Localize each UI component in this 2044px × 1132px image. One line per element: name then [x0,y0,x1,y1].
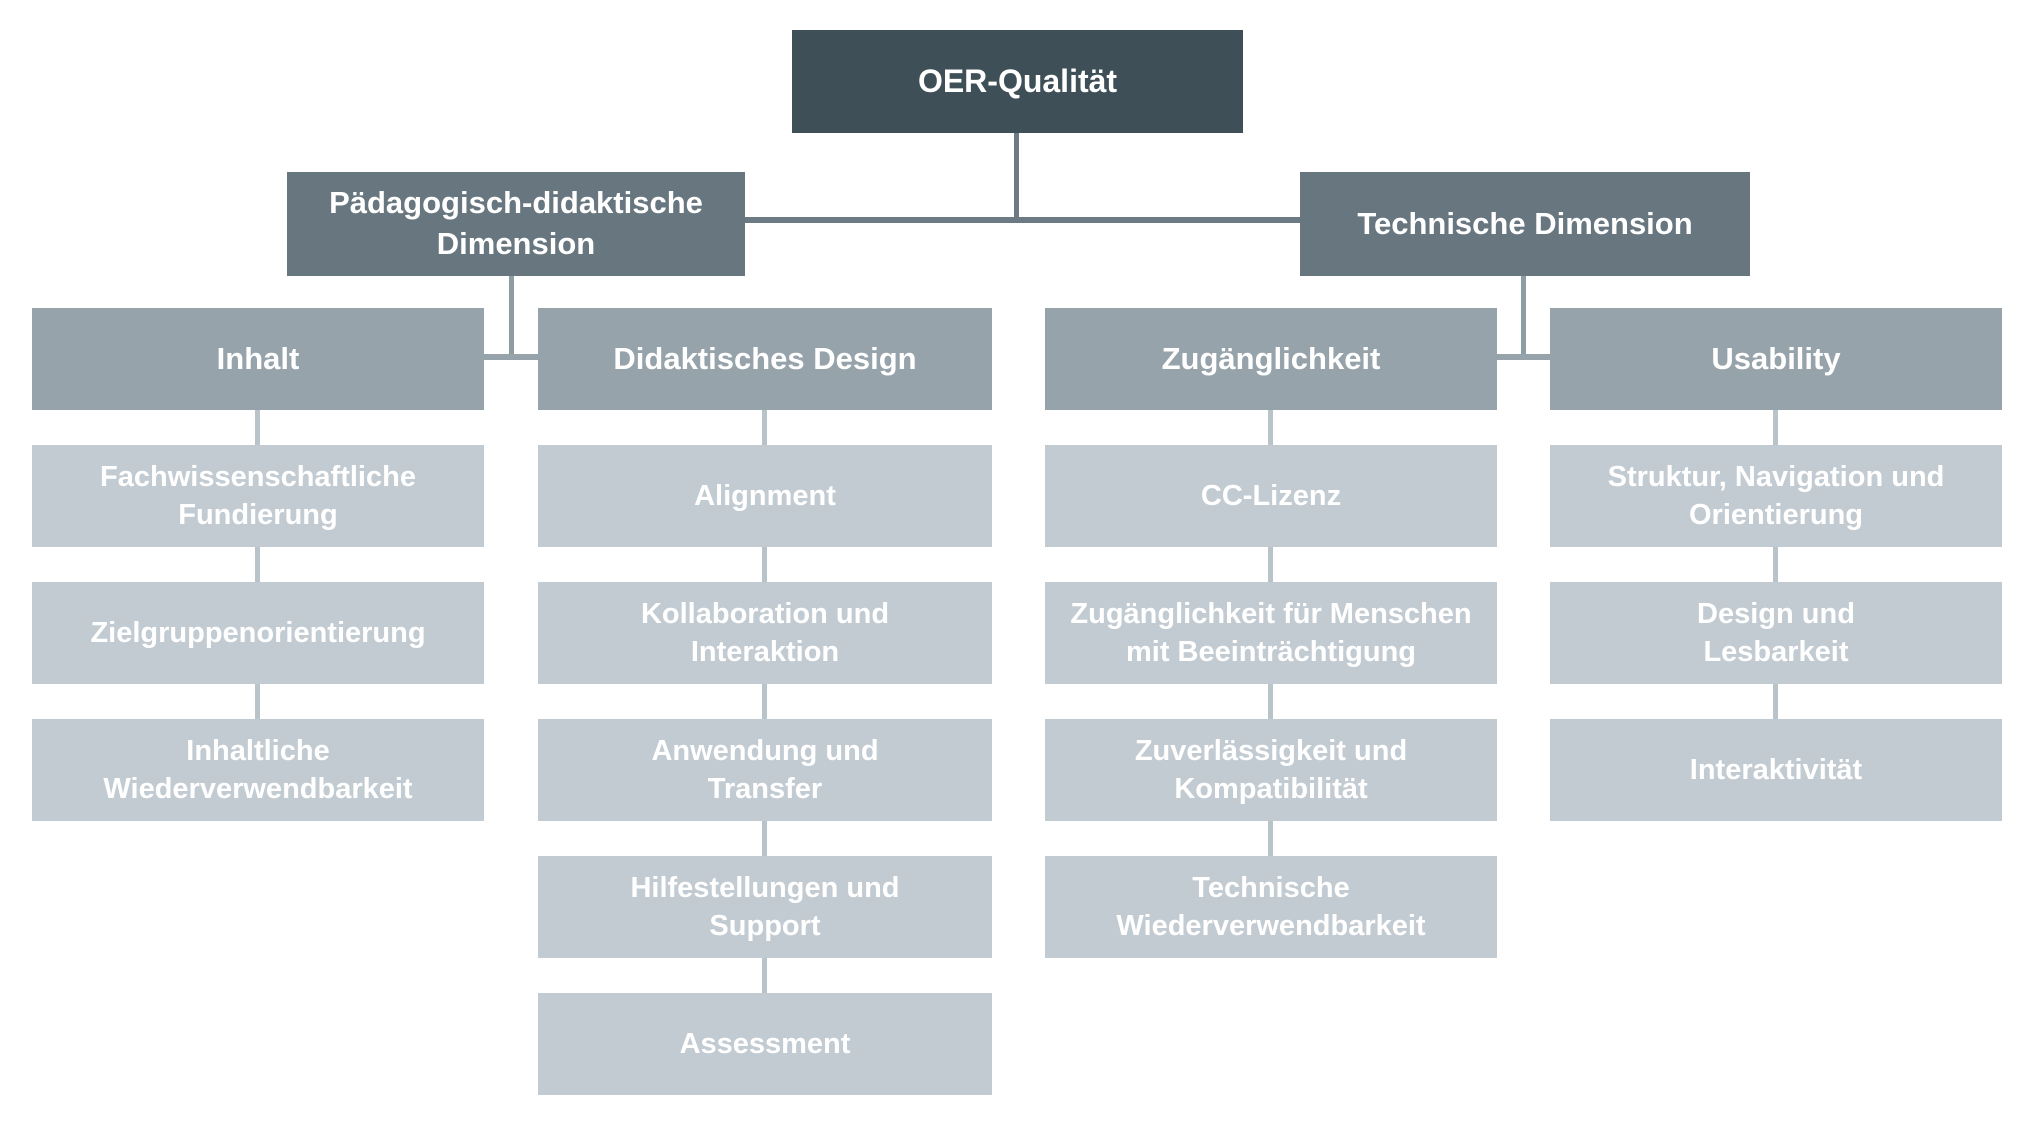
connector-col3-4 [1268,821,1273,856]
connector-col1-2 [255,547,260,582]
column-header-zugaenglichkeit: Zugänglichkeit [1045,308,1497,410]
connector-col2-1 [762,410,767,445]
connector-root-stem [1014,133,1019,220]
leaf-node: Kollaboration und Interaktion [538,582,992,684]
dimension-node-paedagogisch-didaktisch: Pädagogisch-didaktische Dimension [287,172,745,276]
connector-col2-5 [762,958,767,993]
leaf-node: Inhaltliche Wiederverwendbarkeit [32,719,484,821]
connector-col4-3 [1773,684,1778,719]
leaf-node: Zugänglichkeit für Menschen mit Beeinträ… [1045,582,1497,684]
connector-col4-1 [1773,410,1778,445]
column-header-inhalt: Inhalt [32,308,484,410]
connector-col2-4 [762,821,767,856]
connector-elbow-left [484,354,538,360]
leaf-node: Interaktivität [1550,719,2002,821]
connector-dimension-right-stem [1521,276,1526,357]
connector-col2-2 [762,547,767,582]
connector-col3-1 [1268,410,1273,445]
leaf-node: Hilfestellungen und Support [538,856,992,958]
connector-col3-2 [1268,547,1273,582]
connector-elbow-right [1497,354,1550,360]
leaf-node: Zuverlässigkeit und Kompatibilität [1045,719,1497,821]
leaf-node: Technische Wiederverwendbarkeit [1045,856,1497,958]
leaf-node: Struktur, Navigation und Orientierung [1550,445,2002,547]
leaf-node: Alignment [538,445,992,547]
column-header-didaktisches-design: Didaktisches Design [538,308,992,410]
leaf-node: Anwendung und Transfer [538,719,992,821]
leaf-node: Fachwissenschaftliche Fundierung [32,445,484,547]
connector-col3-3 [1268,684,1273,719]
connector-col1-1 [255,410,260,445]
connector-col1-3 [255,684,260,719]
connector-dimension-left-stem [509,276,514,357]
connector-col4-2 [1773,547,1778,582]
leaf-node: Design und Lesbarkeit [1550,582,2002,684]
connector-main-horizontal [745,217,1300,223]
dimension-node-technisch: Technische Dimension [1300,172,1750,276]
column-header-usability: Usability [1550,308,2002,410]
leaf-node: CC-Lizenz [1045,445,1497,547]
leaf-node: Assessment [538,993,992,1095]
connector-col2-3 [762,684,767,719]
leaf-node: Zielgruppenorientierung [32,582,484,684]
root-node-oer-qualitaet: OER-Qualität [792,30,1243,133]
